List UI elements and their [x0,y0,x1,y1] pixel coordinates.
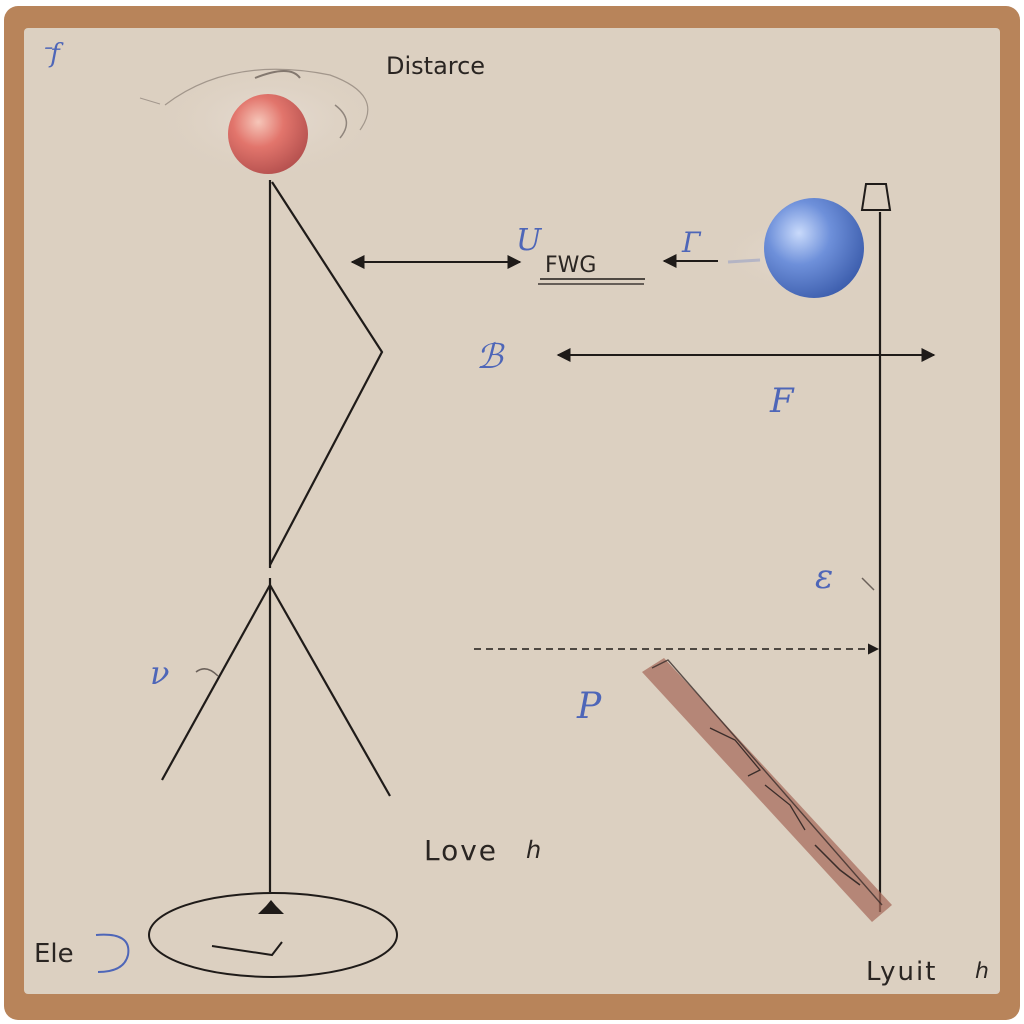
blue-ball [715,198,895,298]
red-ball [139,58,390,182]
title-text: Distarce [386,52,485,80]
lyuit-suffix: ℎ [975,959,989,984]
ele-hook [95,933,130,973]
pole-figure [161,180,391,892]
e-label: ε [815,557,833,597]
v-label: ν [150,654,169,692]
p-label: P [576,686,602,727]
board-paper [24,28,1000,994]
gamma-label: Г [681,226,702,259]
right-pole [860,183,892,912]
diagonal-rod [642,658,892,922]
pole-base [148,892,398,978]
b-label: ℬ [476,337,505,377]
ele-label: Ele [34,939,74,969]
e-tick [861,577,875,591]
v-tick [195,668,219,677]
love-label: Love [424,834,498,867]
fwg-label: FWG [545,253,596,278]
lyuit-label: Lyuit [866,957,937,987]
love-suffix: ℎ [526,836,541,864]
fwg-prefix: U [516,223,543,258]
f-label: F [769,381,795,421]
